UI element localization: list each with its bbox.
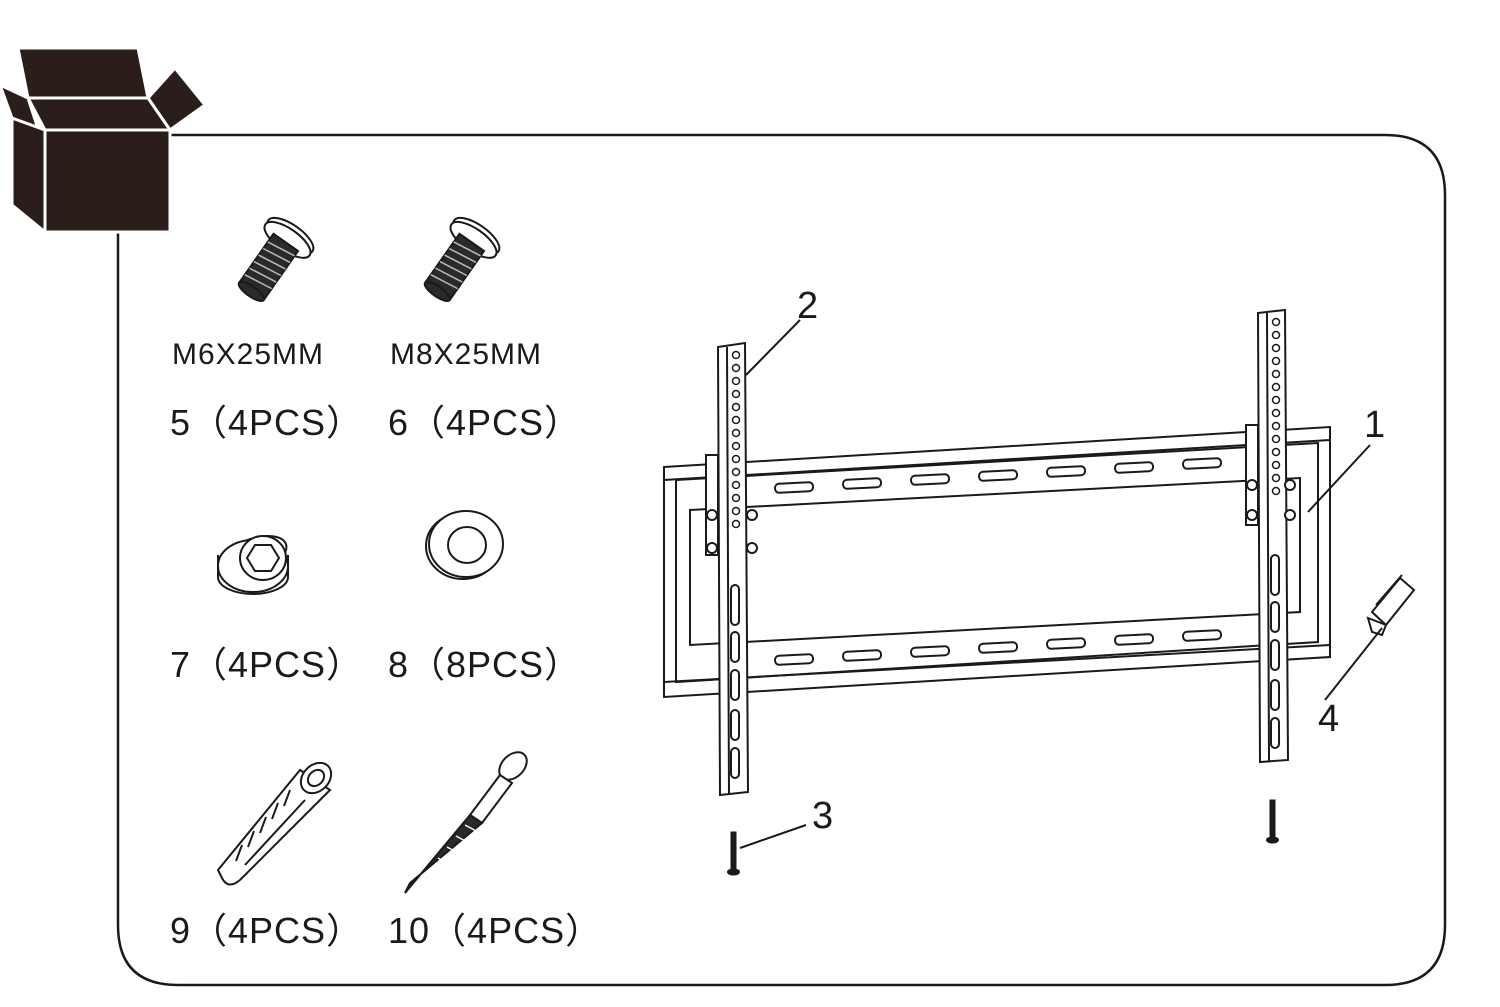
callout-leaders	[739, 319, 1383, 849]
wall-anchor-icon	[216, 761, 333, 886]
left-tv-bracket-arm	[705, 341, 758, 797]
part-5-qty-label: 5（4PCS）	[170, 402, 364, 443]
callout-1: 1	[1364, 404, 1386, 446]
lag-screw-icon	[404, 751, 528, 894]
callout-4: 4	[1318, 698, 1340, 740]
wall-plate-drawing	[663, 425, 1331, 699]
callout-3: 3	[812, 795, 834, 837]
part-7-qty-label: 7（4PCS）	[170, 644, 364, 685]
bubble-level-icon	[1366, 574, 1416, 637]
part-9-qty-label: 9（4PCS）	[170, 910, 364, 951]
spacer-icon	[217, 535, 289, 595]
content-frame	[116, 133, 1447, 987]
part-6-qty-label: 6（4PCS）	[388, 402, 582, 443]
box-icon	[0, 46, 208, 236]
plate-slots	[774, 457, 1223, 666]
right-tv-bracket-arm	[1245, 308, 1296, 764]
part-8-qty-label: 8（8PCS）	[388, 644, 582, 685]
safety-pin-icon	[727, 799, 1279, 876]
callout-2: 2	[797, 285, 819, 327]
part-10-qty-label: 10（4PCS）	[388, 910, 603, 951]
part-5-size-label: M6X25MM	[172, 338, 325, 371]
washer-icon	[425, 510, 504, 580]
bolt-icon	[423, 216, 501, 303]
part-6-size-label: M8X25MM	[390, 338, 543, 371]
bolt-icon	[237, 216, 315, 303]
